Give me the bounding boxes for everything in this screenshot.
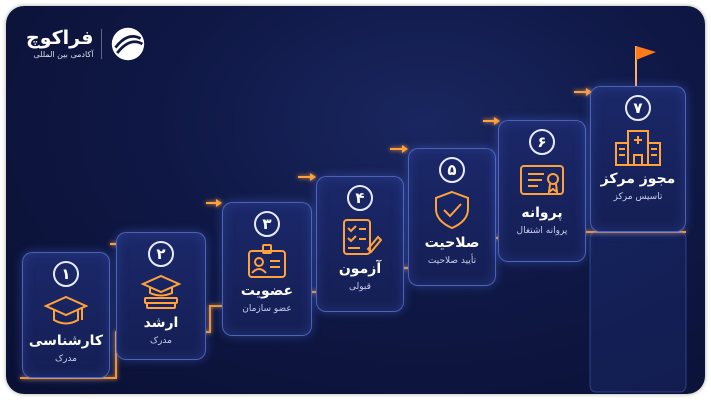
step-subtitle: مدرک (55, 354, 77, 364)
step-number: ۳ (254, 211, 280, 237)
step-subtitle: تاسیس مرکز (613, 192, 663, 202)
step-card-2: ۲ ارشد مدرک (116, 232, 206, 360)
step-number: ۶ (529, 129, 555, 155)
step-title: مجوز مرکز (600, 171, 676, 187)
brand-tagline: آکادمی بین المللی (33, 50, 94, 59)
building-icon (615, 130, 661, 166)
graduation-cap-books-icon (140, 274, 182, 309)
graduation-cap-icon (44, 295, 88, 325)
step-title: عضویت (240, 283, 294, 299)
id-badge-icon (248, 244, 286, 278)
brand-logo: فراکوچ آکادمی بین المللی (26, 26, 146, 62)
step-card-5: ۵ صلاحیت تأیید صلاحیت (408, 148, 496, 286)
certificate-icon (520, 165, 564, 195)
logo-divider (101, 29, 103, 59)
step-card-3: ۳ عضویت عضو سازمان (222, 202, 312, 336)
step-title: پروانه (521, 205, 563, 221)
step-title: آزمون (338, 261, 382, 277)
brand-name: فراکوچ (26, 27, 94, 49)
infographic-canvas: فراکوچ آکادمی بین المللی ۱ کارشناسی مدرک… (6, 6, 705, 394)
step-title: ارشد (143, 315, 179, 331)
step-number: ۱ (53, 261, 79, 287)
flag-icon (635, 46, 656, 88)
step-card-1: ۱ کارشناسی مدرک (22, 252, 110, 378)
step-subtitle: قبولی (349, 282, 371, 292)
step-card-7: ۷ مجوز مرکز تاسیس مرکز (590, 86, 686, 232)
step-subtitle: پروانه اشتغال (516, 226, 568, 236)
step-card-4: ۴ آزمون قبولی (316, 176, 404, 312)
step-title: صلاحیت (424, 235, 480, 251)
step-number: ۷ (625, 95, 651, 121)
shield-check-icon (435, 190, 469, 230)
step-subtitle: مدرک (150, 336, 172, 346)
step-title: کارشناسی (28, 333, 104, 349)
brand-emblem-icon (112, 27, 145, 61)
step-number: ۵ (439, 157, 465, 183)
step-number: ۲ (148, 241, 174, 267)
step-subtitle: تأیید صلاحیت (427, 256, 477, 266)
step-card-6: ۶ پروانه پروانه اشتغال (498, 120, 586, 262)
checklist-pen-icon (343, 219, 382, 255)
step-subtitle: عضو سازمان (242, 304, 292, 314)
step-number: ۴ (347, 185, 373, 211)
